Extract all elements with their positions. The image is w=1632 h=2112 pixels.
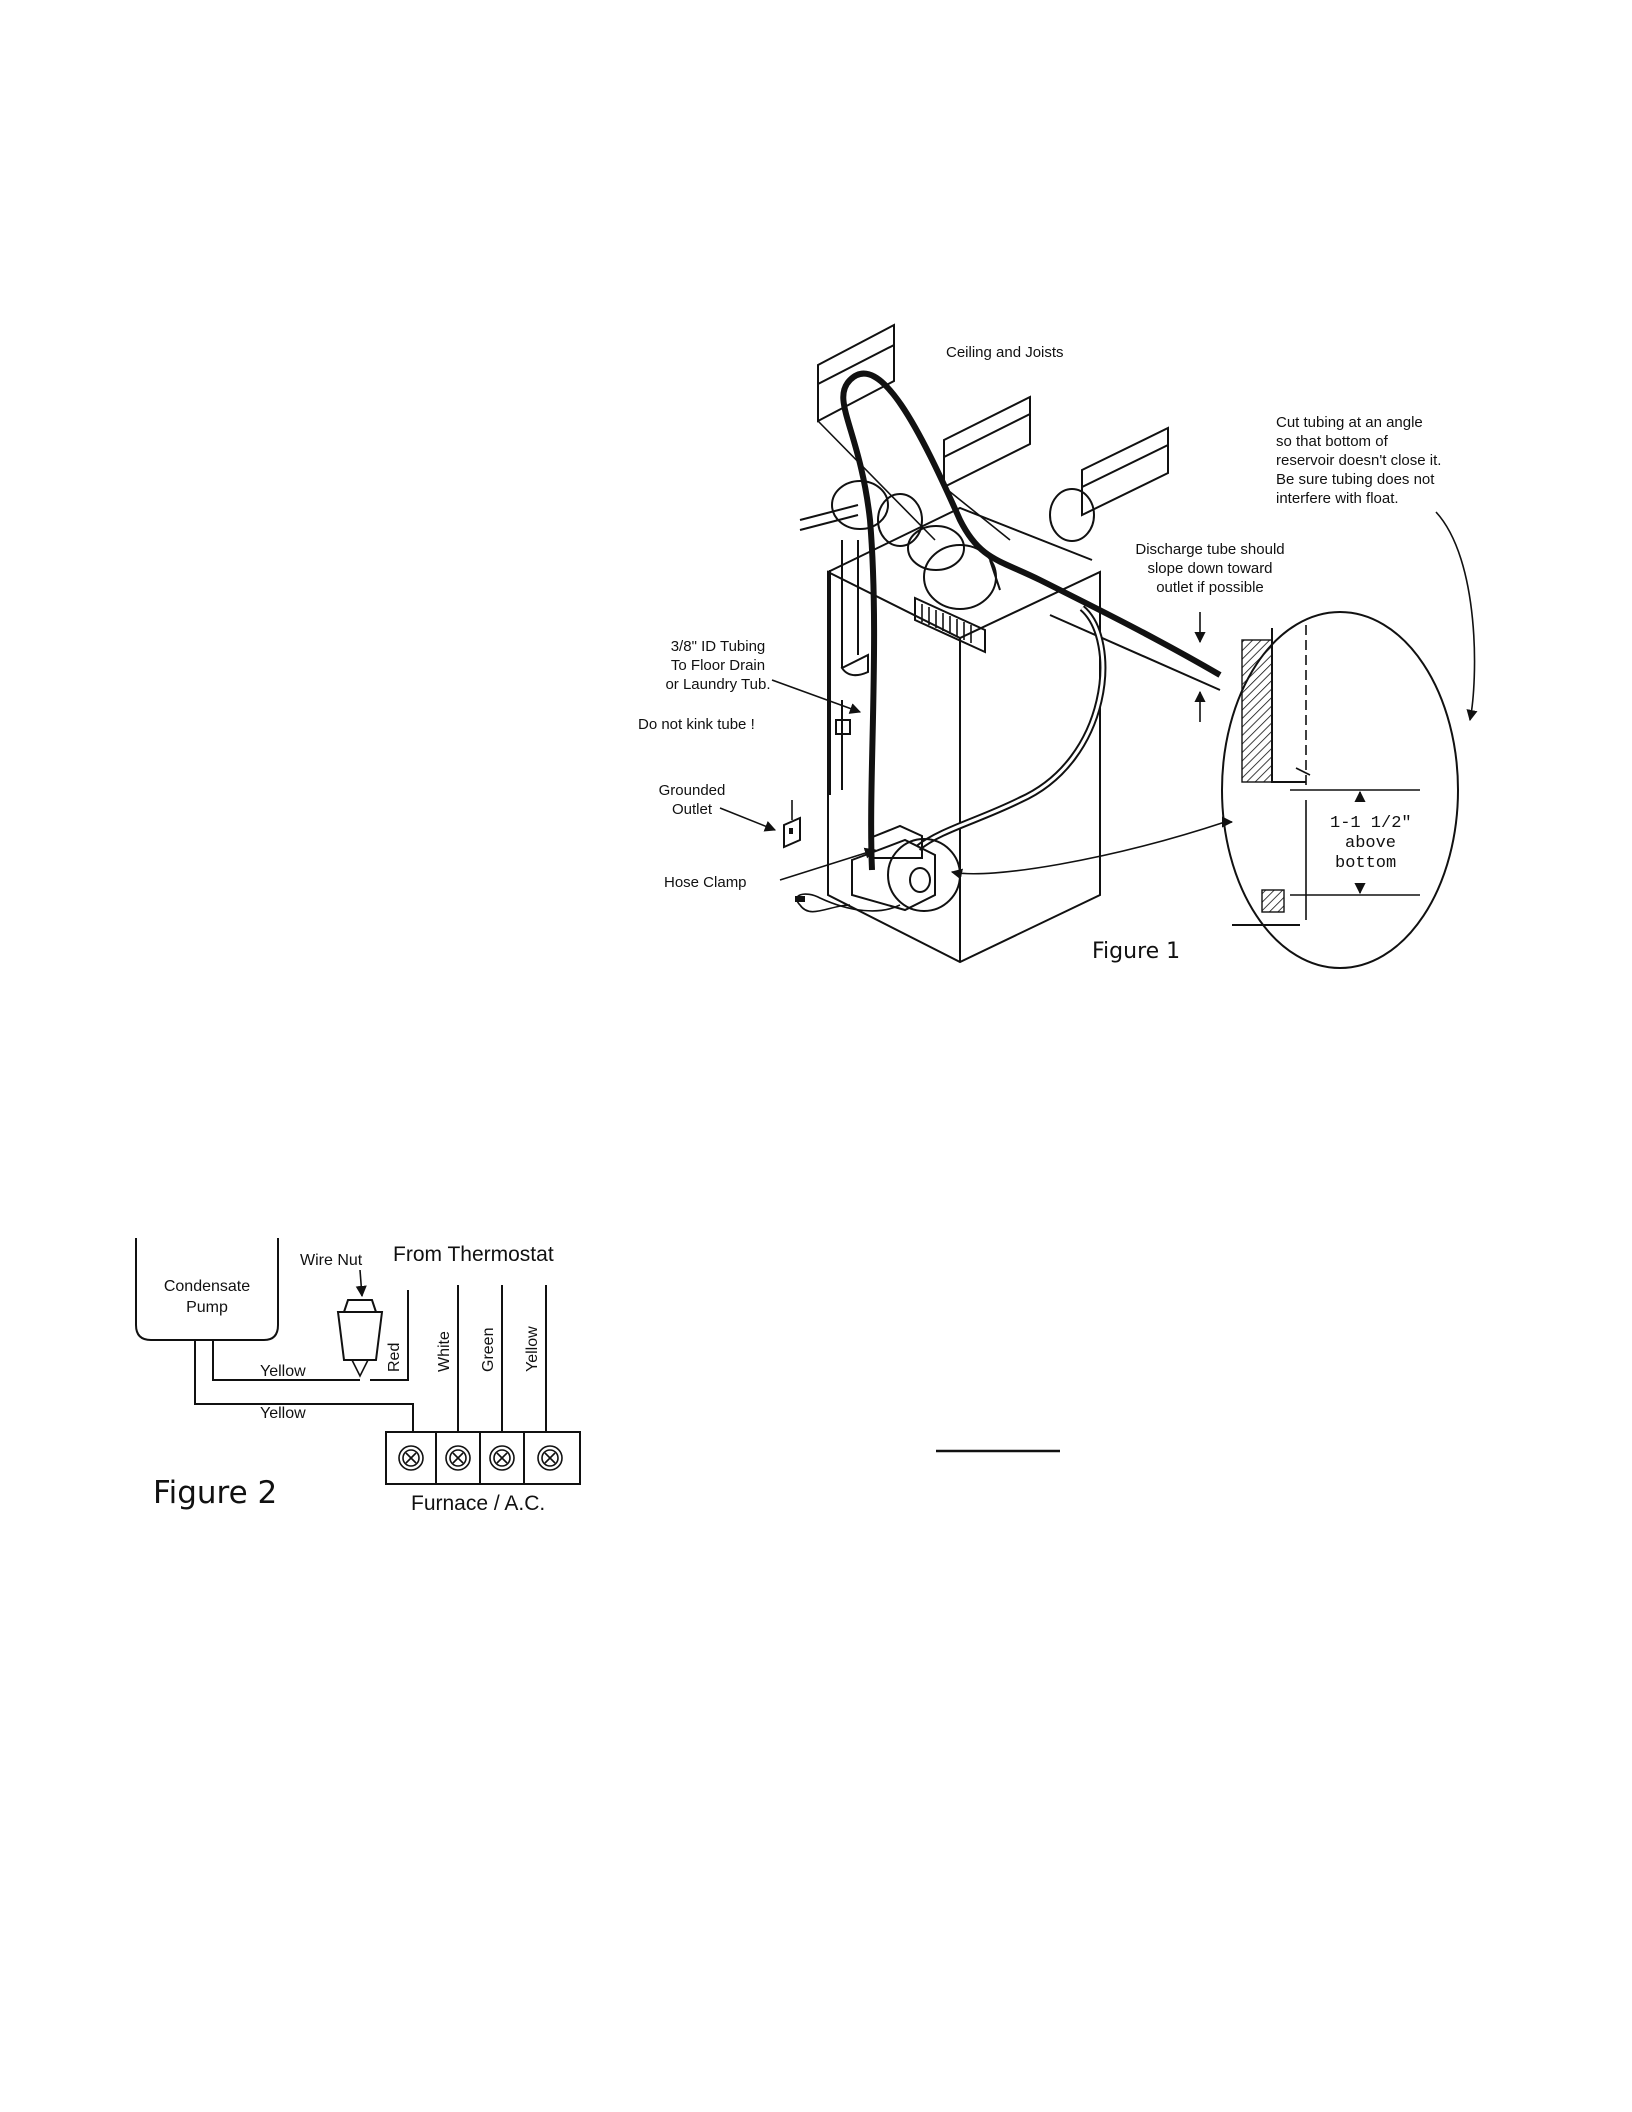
vent-grille-icon [921,604,972,643]
leader-arrows [719,511,1478,881]
figure-2-caption: Figure 2 [153,1475,277,1511]
svg-text:slope down toward: slope down toward [1147,560,1272,577]
label-grounded-outlet: Grounded Outlet [659,782,726,818]
svg-text:Outlet: Outlet [672,801,713,818]
ceiling-joists-illustration [817,323,1169,541]
hose-illustration [915,605,1107,851]
flue-pipe-illustration [799,504,869,795]
terminal-screw-icon [537,1445,563,1471]
svg-text:Cut tubing at an angle: Cut tubing at an angle [1276,414,1423,431]
svg-text:Be sure tubing does not: Be sure tubing does not [1276,471,1435,488]
wire-nut-label: Wire Nut [300,1252,363,1269]
from-thermostat-label: From Thermostat [393,1243,554,1266]
svg-text:outlet if possible: outlet if possible [1156,579,1264,596]
wire-label-white: White [436,1331,453,1372]
terminal-screw-icon [445,1445,471,1471]
label-tubing: 3/8" ID Tubing To Floor Drain or Laundry… [665,638,770,693]
label-do-not-kink: Do not kink tube ! [638,716,755,733]
svg-text:1-1 1/2": 1-1 1/2" [1330,814,1412,833]
furnace-cabinet-illustration [827,506,1101,964]
wire-label-yellow: Yellow [524,1326,541,1372]
svg-text:Grounded: Grounded [659,782,726,799]
wire-nut-icon [336,1269,384,1378]
discharge-tubing [840,370,1222,871]
furnace-ac-label: Furnace / A.C. [411,1492,545,1515]
grounded-outlet-icon [783,800,801,849]
terminal-screw-icon [489,1445,515,1471]
svg-text:3/8" ID Tubing: 3/8" ID Tubing [671,638,766,655]
terminal-screw-icon [398,1445,424,1471]
svg-text:bottom: bottom [1335,854,1396,873]
furnace-terminal-block [385,1431,581,1485]
label-hose-clamp: Hose Clamp [664,874,747,891]
condensate-pump-box [135,1238,279,1341]
figure-1-caption: Figure 1 [1092,939,1180,964]
reservoir-detail-callout [1221,611,1459,969]
svg-text:so that bottom of: so that bottom of [1276,433,1389,450]
wire-label-green: Green [480,1328,497,1372]
pump-label-line-2: Pump [186,1299,228,1316]
label-ceiling-and-joists: Ceiling and Joists [946,344,1064,361]
wiring-lines [194,1285,547,1432]
label-detail-measure: 1-1 1/2" above bottom [1330,814,1412,873]
svg-text:above: above [1345,834,1396,853]
discharge-tube-end [1049,614,1221,691]
duct-fittings-illustration [831,480,1095,610]
power-plug-icon [795,896,805,902]
svg-text:reservoir doesn't close it.: reservoir doesn't close it. [1276,452,1441,469]
wire-label-yellow-1: Yellow [260,1363,306,1380]
svg-text:or Laundry Tub.: or Laundry Tub. [665,676,770,693]
figure-2: Condensate Pump Wire Nut From Thermostat… [135,1238,581,1515]
pump-label-line-1: Condensate [164,1278,250,1295]
svg-text:To Floor Drain: To Floor Drain [671,657,765,674]
condensate-pump-illustration [795,824,961,913]
figure-1: Ceiling and Joists Cut tubing at an angl… [638,323,1478,969]
svg-text:Discharge tube should: Discharge tube should [1135,541,1284,558]
label-discharge-tube: Discharge tube should slope down toward … [1135,541,1284,596]
wire-label-red: Red [386,1343,403,1372]
wire-label-yellow-2: Yellow [260,1405,306,1422]
svg-text:interfere with float.: interfere with float. [1276,490,1399,507]
label-cut-tubing: Cut tubing at an angle so that bottom of… [1276,414,1441,507]
